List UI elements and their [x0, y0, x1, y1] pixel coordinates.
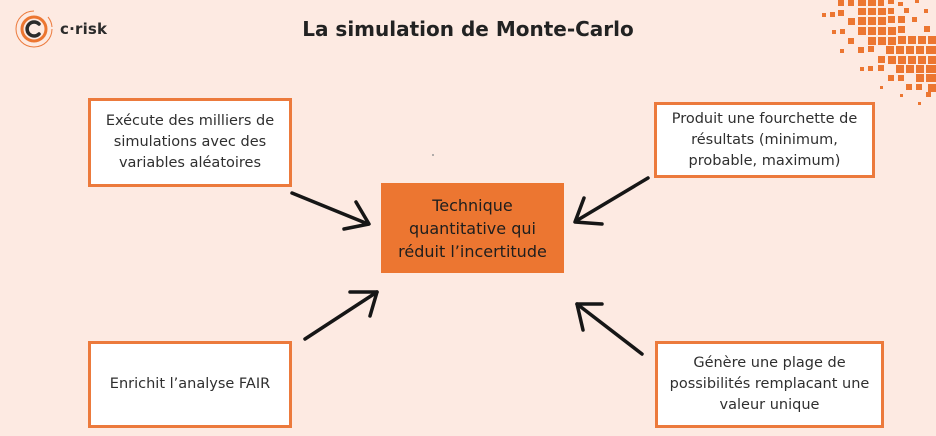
center-node: Technique quantitative qui réduit l’ince… — [381, 183, 564, 273]
pixel-mosaic-decoration-icon — [822, 0, 936, 105]
node-top-right: Produit une fourchette de résultats (min… — [654, 102, 875, 178]
hand-drawn-arrow-icon — [290, 191, 371, 231]
node-bottom-right: Génère une plage de possibilités remplac… — [655, 341, 884, 428]
brand-name: c·risk — [60, 20, 108, 38]
hand-drawn-arrow-icon — [573, 176, 650, 226]
logo: c·risk — [14, 9, 107, 49]
page-title: La simulation de Monte-Carlo — [302, 17, 634, 41]
node-bottom-left: Enrichit l’analyse FAIR — [88, 341, 292, 428]
crisk-logo-icon — [15, 10, 53, 48]
node-top-left: Exécute des milliers de simulations avec… — [88, 98, 292, 187]
hand-drawn-arrow-icon — [303, 290, 379, 341]
hand-drawn-arrow-icon — [575, 302, 644, 356]
stray-dot — [432, 154, 434, 156]
